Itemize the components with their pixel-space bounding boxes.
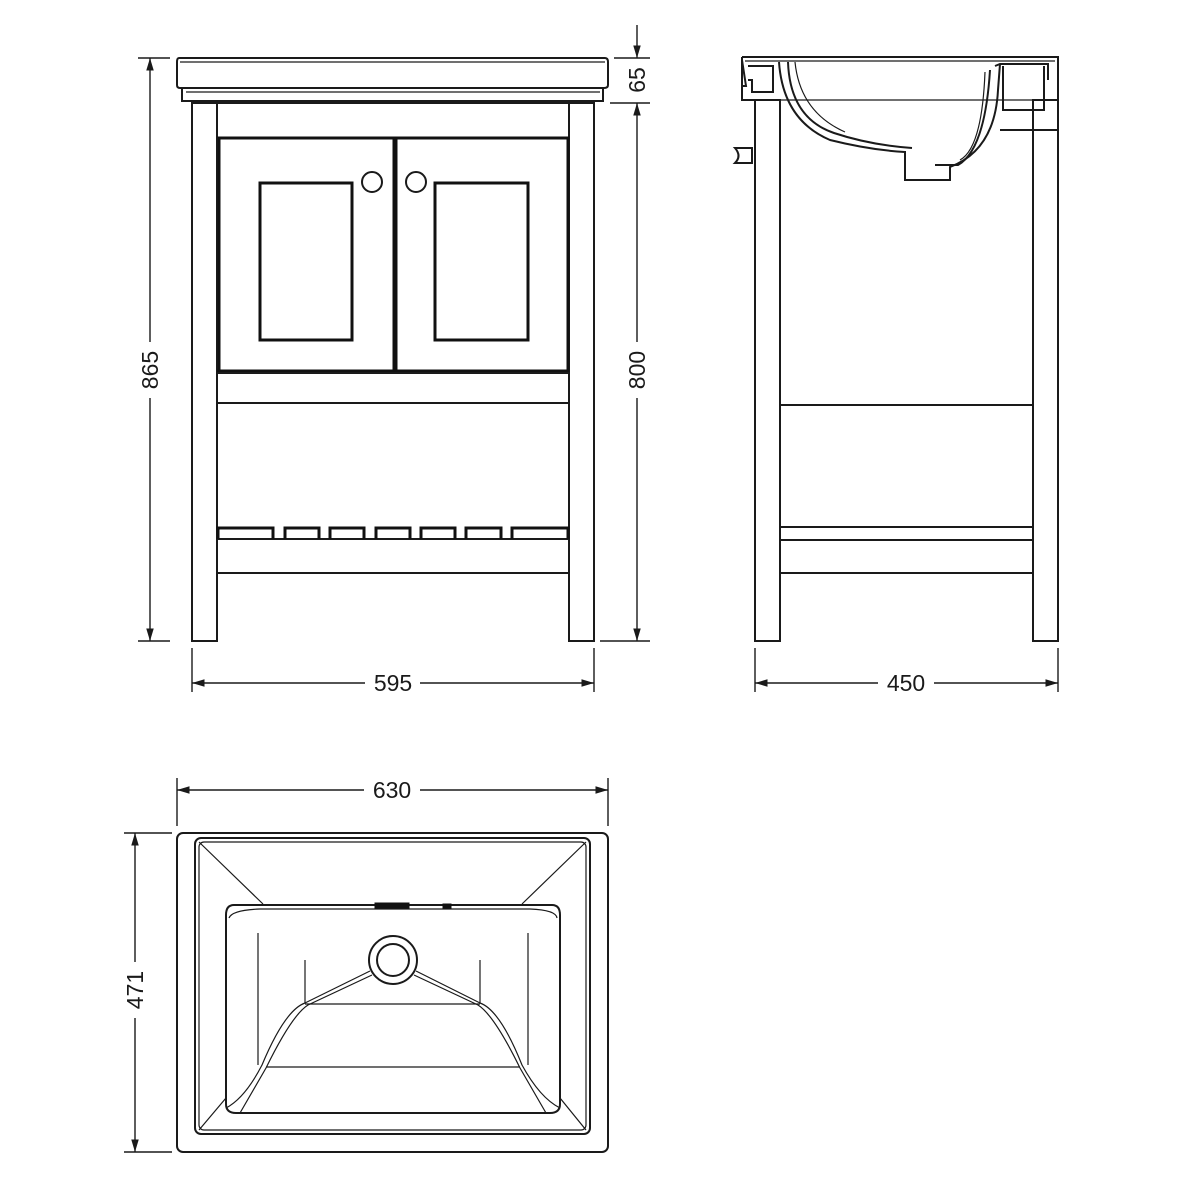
side-back-leg xyxy=(1032,99,1059,642)
left-leg xyxy=(191,102,218,642)
dim-450: 450 xyxy=(754,648,1059,696)
side-view xyxy=(732,56,1059,642)
dim-630: 630 xyxy=(176,777,609,826)
dim-800: 800 xyxy=(600,103,650,642)
dim-471-label: 471 xyxy=(122,971,148,1009)
dim-471: 471 xyxy=(122,832,172,1153)
basin-plan-view xyxy=(176,832,609,1153)
side-knob xyxy=(732,147,753,164)
door-right-panel xyxy=(433,181,530,342)
lower-door-rail xyxy=(216,372,570,404)
dim-65-label: 65 xyxy=(624,67,650,93)
basin-lower-lip xyxy=(181,88,604,102)
dim-865: 865 xyxy=(137,57,170,642)
side-basin-section xyxy=(741,56,1059,131)
basin-bowl xyxy=(225,904,561,1114)
door-right-knob xyxy=(405,171,427,193)
side-front-leg xyxy=(754,99,781,642)
slatted-shelf xyxy=(216,526,570,540)
top-rail xyxy=(216,102,570,139)
dim-450-label: 450 xyxy=(887,670,925,696)
dim-595-label: 595 xyxy=(374,670,412,696)
basin-drain-outer xyxy=(368,935,418,985)
front-view xyxy=(176,57,609,642)
dim-865-label: 865 xyxy=(137,351,163,389)
dim-595: 595 xyxy=(191,648,595,696)
dim-630-label: 630 xyxy=(373,777,411,803)
overflow-slot xyxy=(374,902,410,909)
basin-inner-rim xyxy=(194,837,591,1135)
basin-outer-edge xyxy=(176,832,609,1153)
door-left-panel xyxy=(258,181,354,342)
basin-drain-inner xyxy=(376,943,410,977)
dim-65: 65 xyxy=(610,25,650,104)
door-left-knob xyxy=(361,171,383,193)
right-leg xyxy=(568,102,595,642)
dim-800-label: 800 xyxy=(624,351,650,389)
